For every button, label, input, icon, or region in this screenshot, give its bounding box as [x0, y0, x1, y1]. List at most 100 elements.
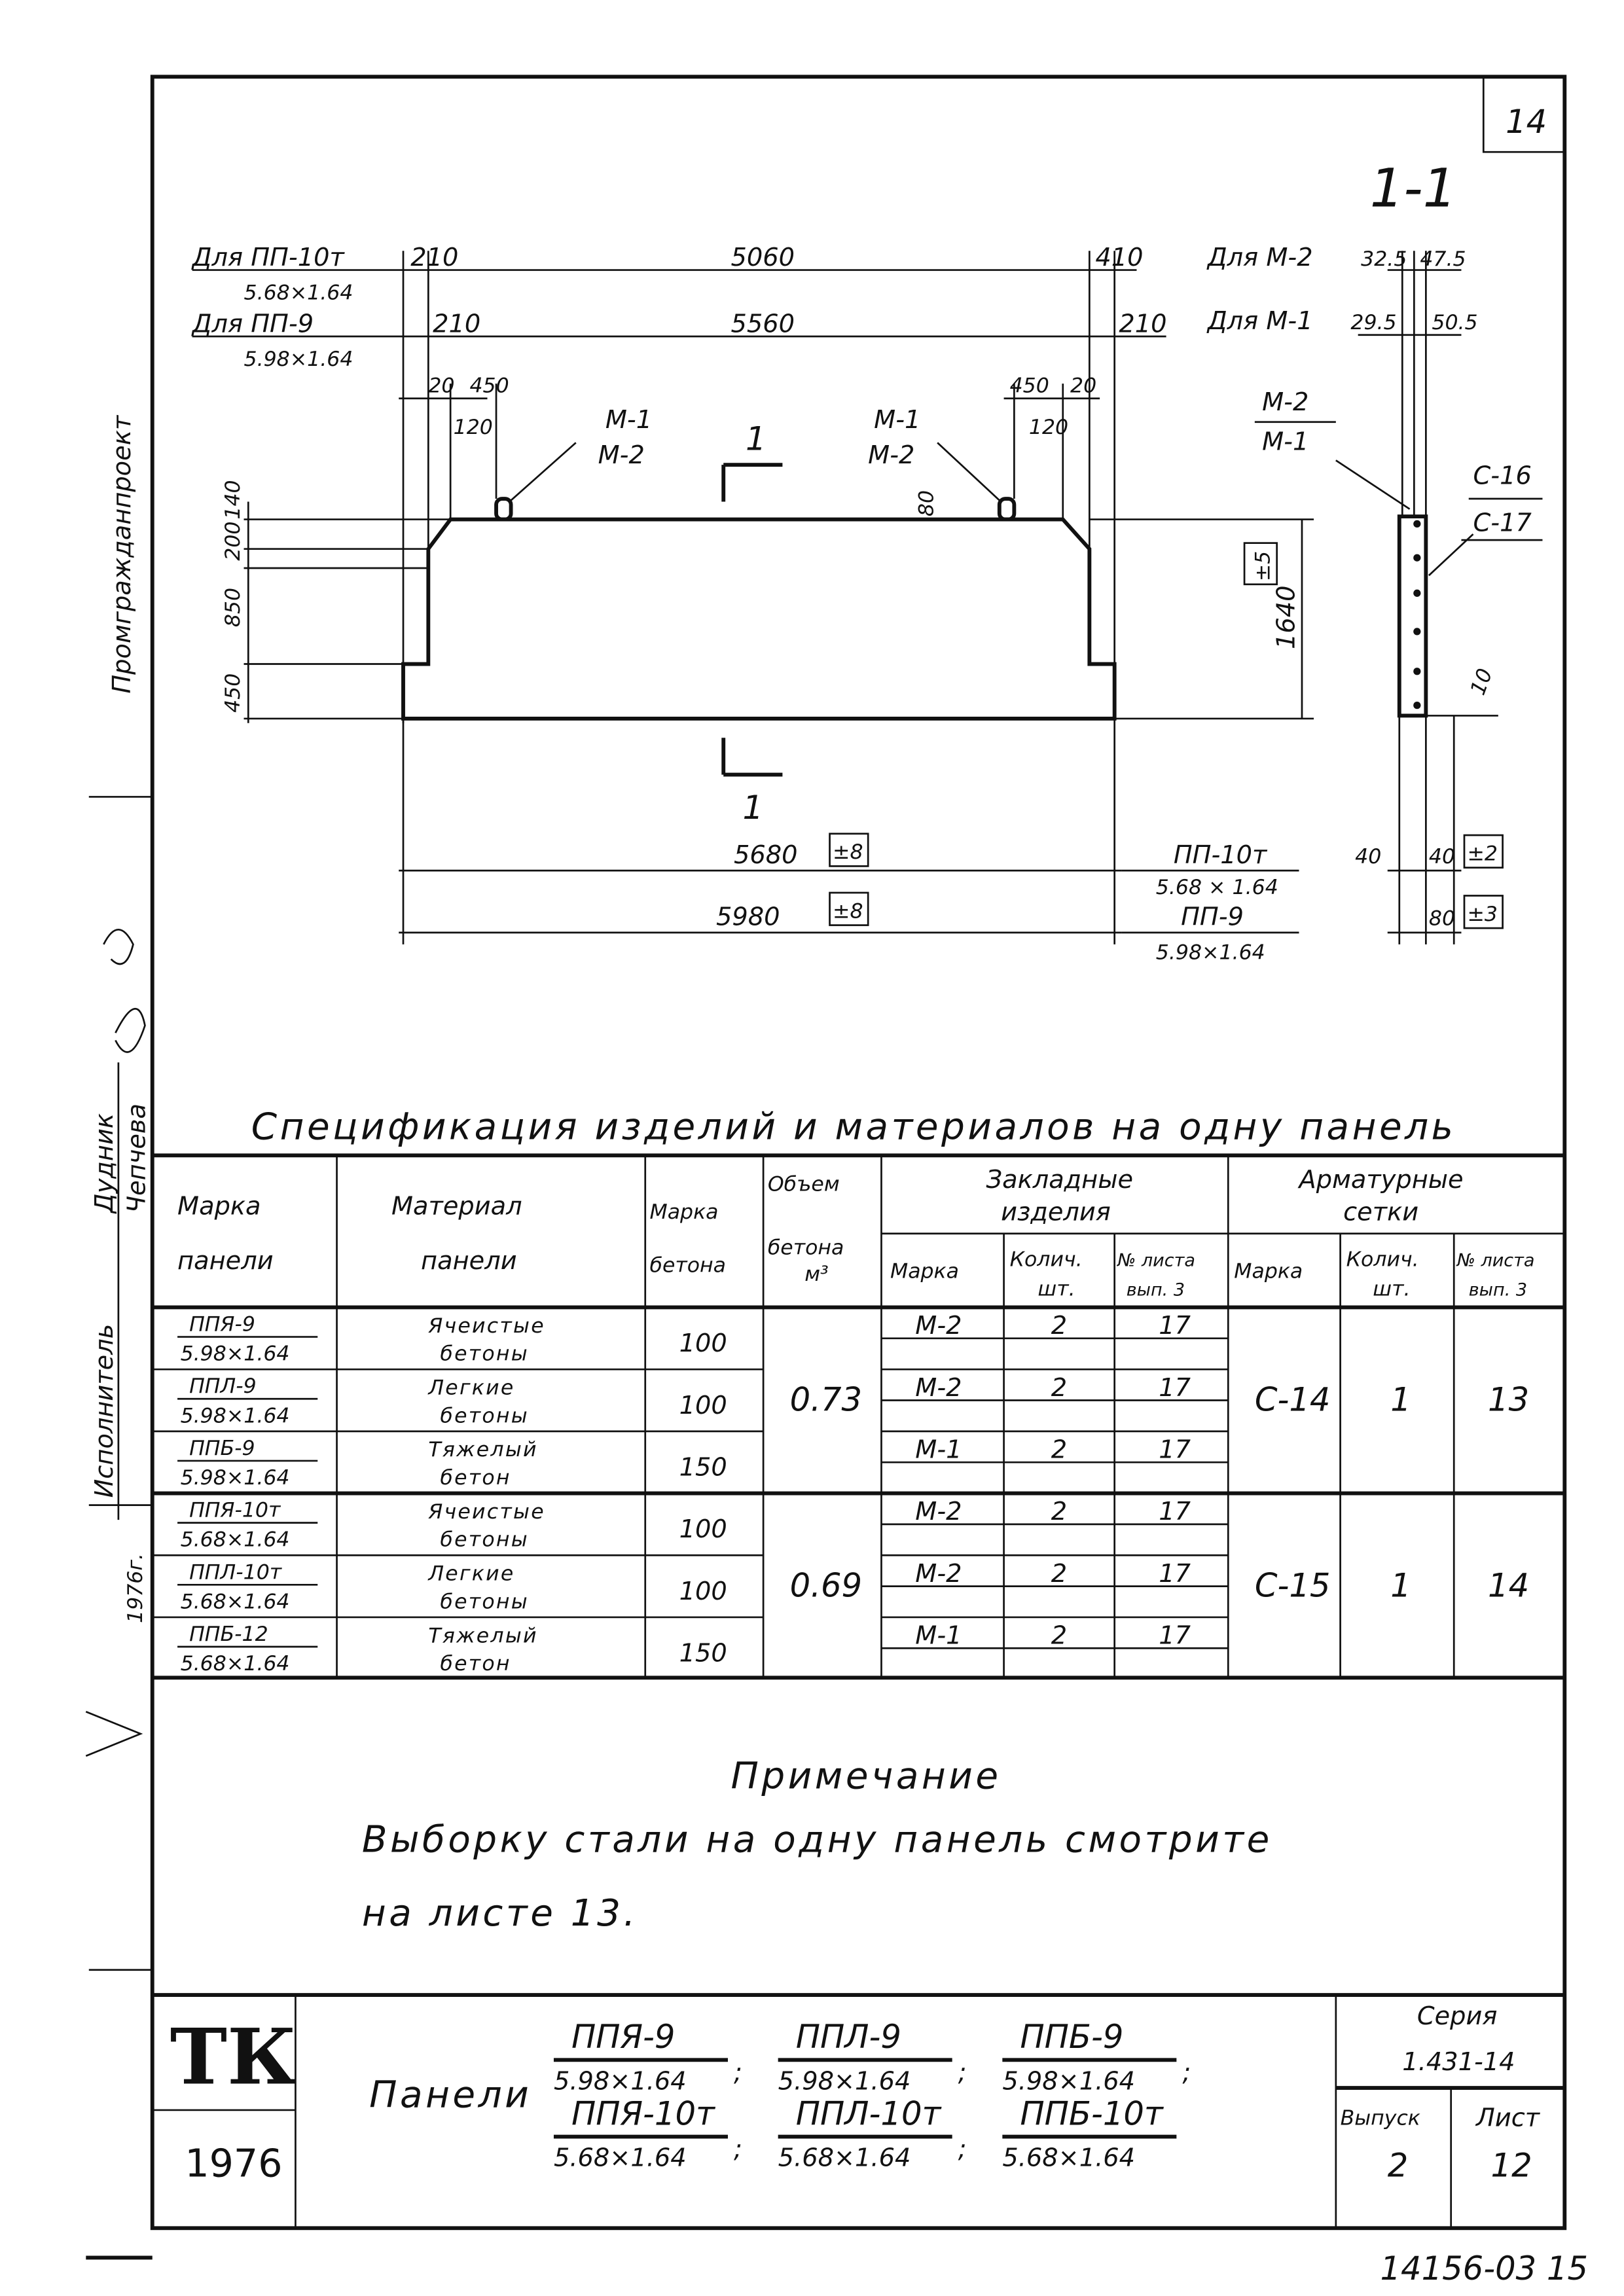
cut-mark: 1 [746, 420, 767, 458]
mark-v [85, 1710, 143, 1757]
embedded-qty: 2 [1051, 1621, 1067, 1651]
svg-text:№ листа: № листа [1116, 1250, 1195, 1270]
dim: 40 [1355, 845, 1381, 869]
material-line-2: бетоны [440, 1528, 529, 1552]
embedded-qty: 2 [1051, 1435, 1067, 1464]
panel-fraction-size: 5.68×1.64 [778, 2144, 911, 2173]
tolerance: ±3 [1467, 903, 1498, 926]
embedded-mark: М-1 [915, 1621, 962, 1651]
mesh-qty: 1 [1390, 1380, 1411, 1418]
separator: ; [734, 2134, 742, 2164]
svg-text:Закладные: Закладные [986, 1165, 1134, 1194]
dim: 5680 [734, 840, 798, 870]
svg-text:№ листа: № листа [1456, 1250, 1535, 1270]
embedded-m-left [494, 497, 513, 522]
label-pp10t-size: 5.68 × 1.64 [1156, 876, 1278, 899]
embedded-qty: 2 [1051, 1311, 1067, 1340]
material-line-1: Легкие [427, 1376, 514, 1400]
sheet-value: 12 [1491, 2146, 1532, 2184]
panel-mark: ППБ-12 [189, 1623, 268, 1646]
series-value: 1.431-14 [1402, 2047, 1515, 2077]
title-panels-label: Панели [369, 2073, 532, 2116]
dim: 20 [1070, 374, 1096, 398]
mesh-mark: С-14 [1255, 1380, 1331, 1418]
svg-text:изделия: изделия [1001, 1197, 1111, 1227]
margin-name-1: Дудник [90, 1113, 119, 1214]
panel-fraction-size: 5.68×1.64 [1002, 2144, 1135, 2173]
margin-performer: Исполнитель [90, 1324, 119, 1498]
label-m1: М-1 [1262, 427, 1308, 457]
label-for-m1: Для М-1 [1206, 306, 1313, 336]
svg-text:Материал: Материал [391, 1191, 522, 1221]
material-line-2: бетон [440, 1652, 511, 1676]
panel-fraction-mark: ППЯ-9 [571, 2018, 675, 2056]
concrete-grade: 100 [679, 1515, 727, 1544]
panel-fraction-mark: ППЛ-10т [796, 2094, 943, 2132]
mesh-sheet: 14 [1488, 1566, 1529, 1604]
mesh-dots [1413, 520, 1421, 709]
svg-text:Марка: Марка [890, 1259, 959, 1283]
material-line-2: бетон [440, 1466, 511, 1490]
material-line-1: Легкие [427, 1562, 514, 1586]
embedded-mark: М-2 [915, 1559, 962, 1588]
label-m2: М-2 [598, 440, 645, 470]
dim: 50.5 [1432, 311, 1477, 334]
material-line-1: Ячеистые [427, 1314, 545, 1338]
svg-text:шт.: шт. [1373, 1277, 1410, 1300]
series-label: Серия [1417, 2001, 1498, 2031]
panel-size: 5.68×1.64 [181, 1590, 290, 1613]
tolerance: ±8 [833, 899, 863, 923]
label-c17: С-17 [1473, 509, 1532, 538]
label-m2: М-2 [868, 440, 914, 470]
tolerance: ±2 [1467, 842, 1498, 865]
concrete-grade: 100 [679, 1391, 727, 1420]
svg-text:Объем: Объем [768, 1172, 840, 1196]
panel-size: 5.68×1.64 [181, 1652, 290, 1676]
dim: 140 [221, 480, 245, 519]
panel-size: 5.98×1.64 [181, 1466, 290, 1490]
panel-fraction-size: 5.98×1.64 [554, 2066, 687, 2096]
svg-text:Марка: Марка [650, 1200, 719, 1224]
svg-text:бетона: бетона [768, 1236, 844, 1259]
label-pp9: ПП-9 [1181, 903, 1244, 932]
dimension-lines [192, 251, 1314, 944]
margin-year: 1976г. [124, 1553, 147, 1623]
dim: 210 [1119, 309, 1166, 338]
label-m1: М-1 [605, 405, 652, 435]
label-for-pp9: Для ПП-9 [191, 309, 314, 338]
separator: ; [958, 2134, 967, 2164]
dim: 200 [221, 521, 245, 560]
dim: 450 [221, 673, 245, 713]
dim: 40 [1429, 845, 1455, 869]
embedded-mark: М-2 [915, 1311, 962, 1340]
cut-mark: 1 [743, 789, 764, 827]
dim: 10 [1466, 666, 1498, 698]
svg-text:панели: панели [421, 1246, 517, 1276]
label-c16: С-16 [1473, 461, 1532, 490]
embedded-sheet: 17 [1159, 1497, 1191, 1526]
label-m1: М-1 [874, 405, 920, 435]
embedded-mark: М-1 [915, 1435, 962, 1464]
dim: 450 [469, 374, 509, 398]
concrete-grade: 100 [679, 1577, 727, 1606]
title-block-grid [152, 1993, 1565, 2229]
note-title: Примечание [731, 1755, 1001, 1797]
margin-org: Промгражданпроект [107, 414, 137, 693]
svg-text:Арматурные: Арматурные [1297, 1165, 1463, 1194]
spec-table-grid [152, 1153, 1565, 1680]
embedded-sheet: 17 [1159, 1559, 1191, 1588]
panel-fraction-mark: ППЛ-9 [796, 2018, 901, 2056]
dim: 80 [914, 490, 938, 516]
separator: ; [734, 2058, 742, 2087]
panel-size: 5.68×1.64 [181, 1528, 290, 1552]
panel-fraction-size: 5.68×1.64 [554, 2144, 687, 2173]
svg-text:шт.: шт. [1038, 1277, 1075, 1300]
panel-mark: ППЛ-10т [189, 1560, 283, 1584]
sheet-label: Лист [1475, 2104, 1541, 2133]
